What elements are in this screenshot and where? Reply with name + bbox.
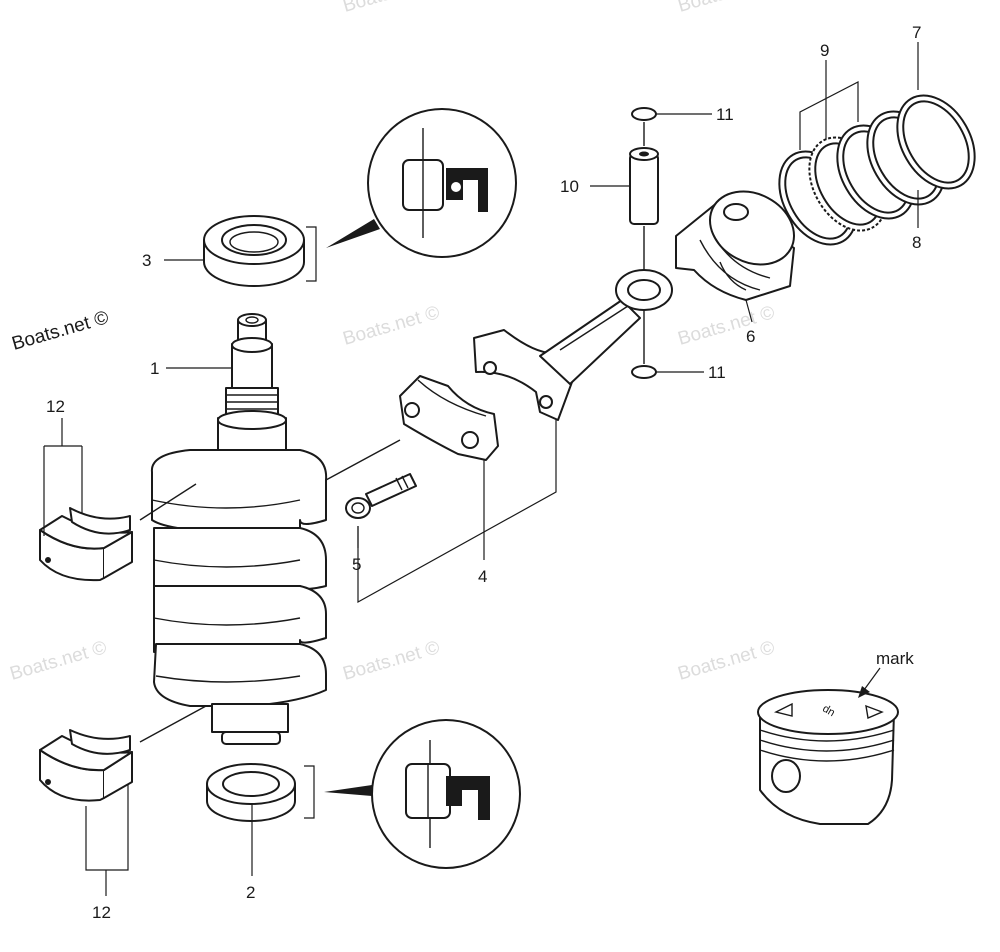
mark-label: mark bbox=[876, 649, 914, 668]
callout-11-bottom: 11 bbox=[708, 363, 726, 382]
watermark-text: Boats.net © bbox=[676, 302, 777, 350]
piston-ring-outer bbox=[896, 94, 976, 190]
connecting-rod-cap bbox=[399, 375, 499, 461]
watermark-text: Boats.net © bbox=[8, 637, 109, 685]
connecting-rod bbox=[473, 269, 673, 421]
piston-pin-clip-top bbox=[631, 107, 657, 121]
callout-8: 8 bbox=[912, 233, 921, 252]
callout-7: 7 bbox=[912, 23, 921, 42]
oil-seal-lower bbox=[206, 763, 296, 822]
watermark-text: Boats.net © bbox=[341, 302, 442, 350]
callout-12-top: 12 bbox=[46, 397, 65, 416]
piston-pin-clip-bottom bbox=[631, 310, 657, 379]
connecting-rod-bolt bbox=[345, 473, 417, 519]
callout-5: 5 bbox=[352, 555, 361, 574]
callout-2: 2 bbox=[246, 883, 255, 902]
piston-mark-detail: up bbox=[757, 689, 899, 825]
main-bearing-lower bbox=[39, 729, 133, 802]
callout-12-bottom: 12 bbox=[92, 903, 111, 922]
piston-pin bbox=[629, 122, 659, 270]
watermark-text: Boats.net © bbox=[676, 637, 777, 685]
callout-9: 9 bbox=[820, 41, 829, 60]
watermark-layer: Boats.net © Boats.net © Boats.net © Boat… bbox=[8, 0, 777, 685]
watermark-main: Boats.net © bbox=[10, 307, 111, 355]
callout-11-top: 11 bbox=[716, 105, 734, 124]
seal-detail-upper bbox=[367, 108, 517, 258]
piston-top-marking: up bbox=[820, 703, 837, 720]
piston bbox=[675, 190, 796, 301]
callout-4: 4 bbox=[478, 567, 487, 586]
main-bearing-upper-shell bbox=[69, 507, 131, 535]
callout-6: 6 bbox=[746, 327, 755, 346]
callout-10: 10 bbox=[560, 177, 579, 196]
leader-lines bbox=[43, 42, 919, 896]
callout-labels: 3 1 12 12 2 5 4 10 11 11 6 9 7 8 bbox=[46, 23, 921, 922]
watermark-text: Boats.net © bbox=[341, 0, 442, 17]
callout-1: 1 bbox=[150, 359, 159, 378]
oil-seal-upper bbox=[203, 215, 305, 287]
watermark-text: Boats.net © bbox=[676, 0, 777, 17]
callout-3: 3 bbox=[142, 251, 151, 270]
watermark-text: Boats.net © bbox=[341, 637, 442, 685]
crankshaft bbox=[150, 313, 328, 745]
seal-detail-lower bbox=[371, 719, 521, 869]
